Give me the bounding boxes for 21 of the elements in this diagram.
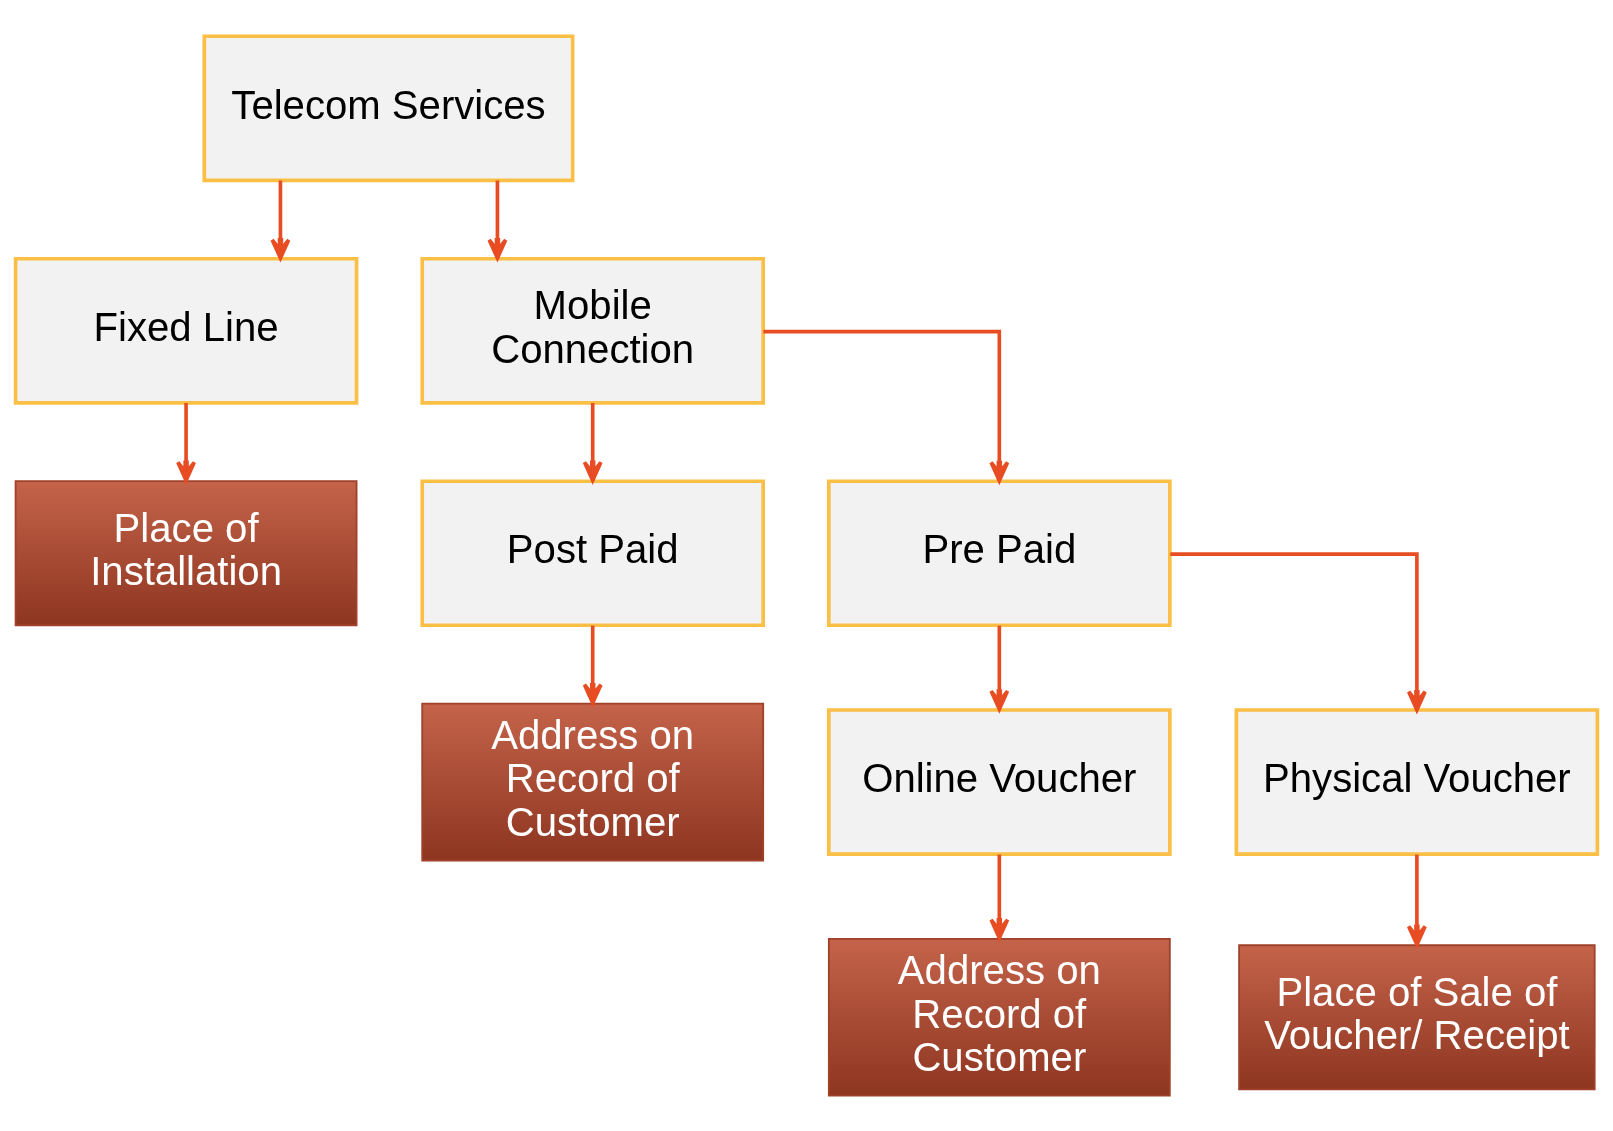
arrow bbox=[176, 402, 197, 482]
node-box: Physical Voucher bbox=[1234, 707, 1600, 856]
node-box: Online Voucher bbox=[827, 707, 1172, 856]
arrow bbox=[582, 625, 603, 705]
arrow bbox=[763, 329, 1010, 483]
arrow bbox=[582, 402, 603, 482]
node-box: Place of Installation bbox=[14, 479, 358, 626]
arrow bbox=[487, 180, 508, 260]
arrow bbox=[270, 180, 291, 260]
arrow bbox=[1406, 854, 1427, 946]
node-box: Post Paid bbox=[420, 478, 765, 627]
node-box: Address on Record of Customer bbox=[827, 937, 1171, 1097]
arrow bbox=[1170, 551, 1427, 712]
node-box: Pre Paid bbox=[827, 478, 1172, 627]
arrow bbox=[989, 854, 1010, 940]
node-box: Mobile Connection bbox=[420, 256, 765, 405]
node-box: Place of Sale of Voucher/ Receipt bbox=[1238, 943, 1596, 1090]
node-box: Telecom Services bbox=[202, 33, 575, 182]
node-box: Address on Record of Customer bbox=[421, 702, 765, 861]
node-box: Fixed Line bbox=[13, 256, 359, 405]
arrow bbox=[989, 625, 1010, 711]
